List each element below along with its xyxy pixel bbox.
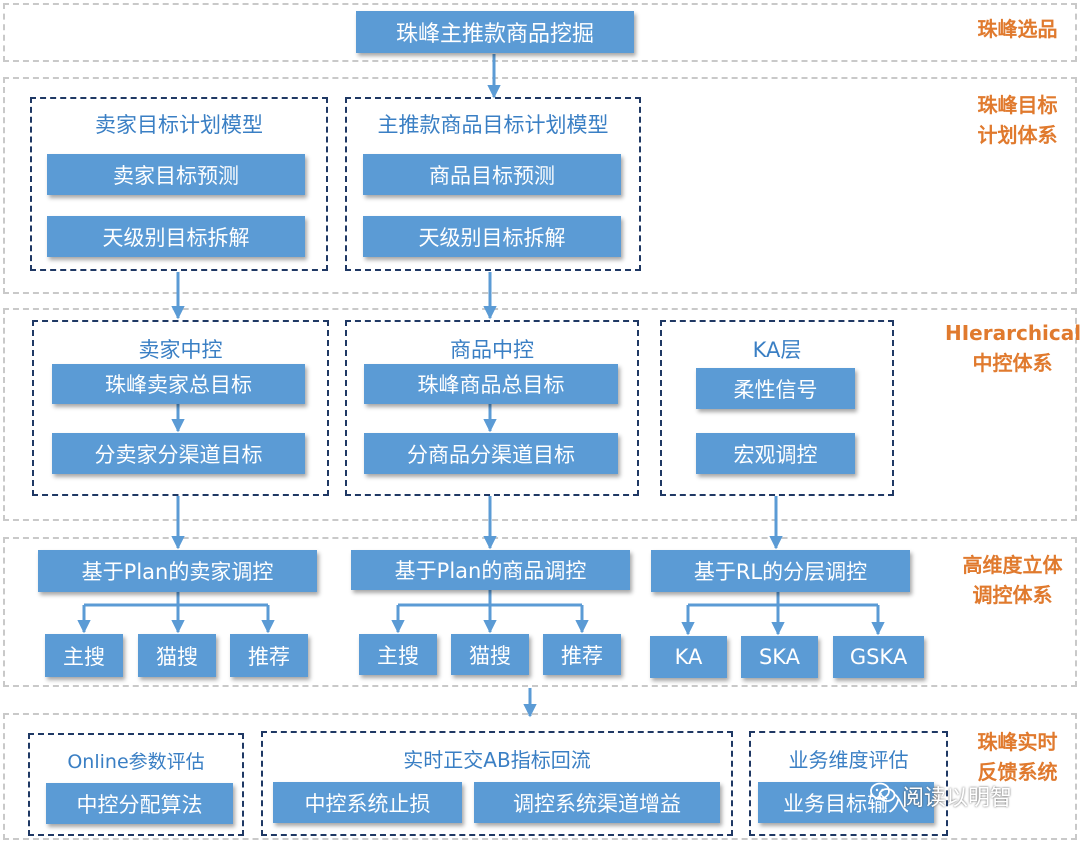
side-label-hierarchical: HIerarchical 中控体系 xyxy=(945,321,1080,375)
band-plan xyxy=(3,77,1077,294)
group-product-central-control xyxy=(345,320,639,496)
side-label-selection: 珠峰选品 xyxy=(977,17,1058,41)
title-product-central-control: 商品中控 xyxy=(450,338,534,362)
box-product-channel-target: 分商品分渠道目标 xyxy=(364,433,618,474)
group-business-eval xyxy=(749,731,948,836)
box-macro-control: 宏观调控 xyxy=(696,433,855,474)
box-seller-main-search: 主搜 xyxy=(45,634,123,677)
box-flexible-signal: 柔性信号 xyxy=(696,368,855,409)
box-plan-product-control: 基于Plan的商品调控 xyxy=(351,550,630,590)
group-product-plan-model xyxy=(345,97,641,271)
title-business-eval: 业务维度评估 xyxy=(788,747,909,772)
box-rl-ska: SKA xyxy=(741,636,818,678)
box-product-target-forecast: 商品目标预测 xyxy=(363,154,621,195)
box-rl-layered-control: 基于RL的分层调控 xyxy=(651,550,910,592)
box-product-total-target: 珠峰商品总目标 xyxy=(364,364,618,404)
group-seller-plan-model xyxy=(30,97,328,271)
group-seller-central-control xyxy=(32,320,329,496)
box-seller-daily-breakdown: 天级别目标拆解 xyxy=(47,216,305,257)
wechat-icon xyxy=(870,782,896,810)
box-seller-target-forecast: 卖家目标预测 xyxy=(47,154,305,195)
box-seller-total-target: 珠峰卖家总目标 xyxy=(52,364,305,404)
side-label-feedback: 珠峰实时 反馈系统 xyxy=(977,730,1058,784)
box-seller-recommend: 推荐 xyxy=(230,634,308,677)
box-product-main-search: 主搜 xyxy=(359,634,437,675)
band-hierarchical xyxy=(3,308,1077,521)
box-stop-loss: 中控系统止损 xyxy=(273,782,462,823)
box-channel-gain: 调控系统渠道增益 xyxy=(474,782,720,823)
box-business-target-input: 业务目标输入 xyxy=(758,782,934,823)
watermark-text: 阅读以明智 xyxy=(902,786,1013,811)
title-seller-central-control: 卖家中控 xyxy=(138,338,223,362)
group-online-eval xyxy=(28,733,244,836)
group-ab-metrics xyxy=(261,731,733,836)
box-allocation-algorithm: 中控分配算法 xyxy=(46,783,233,824)
title-ka-layer: KA层 xyxy=(752,338,802,362)
box-rl-gska: GSKA xyxy=(833,636,924,678)
box-plan-seller-control: 基于Plan的卖家调控 xyxy=(38,550,317,592)
box-rl-ka: KA xyxy=(650,636,727,678)
title-seller-plan-model: 卖家目标计划模型 xyxy=(95,113,263,137)
side-label-control: 高维度立体 调控体系 xyxy=(962,553,1063,607)
box-top-product-mining: 珠峰主推款商品挖掘 xyxy=(356,11,634,53)
box-product-tmall-search: 猫搜 xyxy=(451,634,529,675)
title-ab-metrics: 实时正交AB指标回流 xyxy=(403,747,591,772)
box-seller-channel-target: 分卖家分渠道目标 xyxy=(52,433,305,474)
title-online-eval: Online参数评估 xyxy=(67,750,205,773)
title-product-plan-model: 主推款商品目标计划模型 xyxy=(377,113,609,137)
group-ka-layer xyxy=(660,320,894,496)
box-product-daily-breakdown: 天级别目标拆解 xyxy=(363,216,621,257)
watermark: 阅读以明智 xyxy=(870,780,1012,812)
band-control xyxy=(3,537,1077,687)
box-seller-tmall-search: 猫搜 xyxy=(138,634,216,677)
box-product-recommend: 推荐 xyxy=(543,634,621,675)
band-selection xyxy=(3,3,1077,62)
side-label-plan: 珠峰目标 计划体系 xyxy=(977,93,1058,147)
band-feedback xyxy=(3,713,1077,840)
